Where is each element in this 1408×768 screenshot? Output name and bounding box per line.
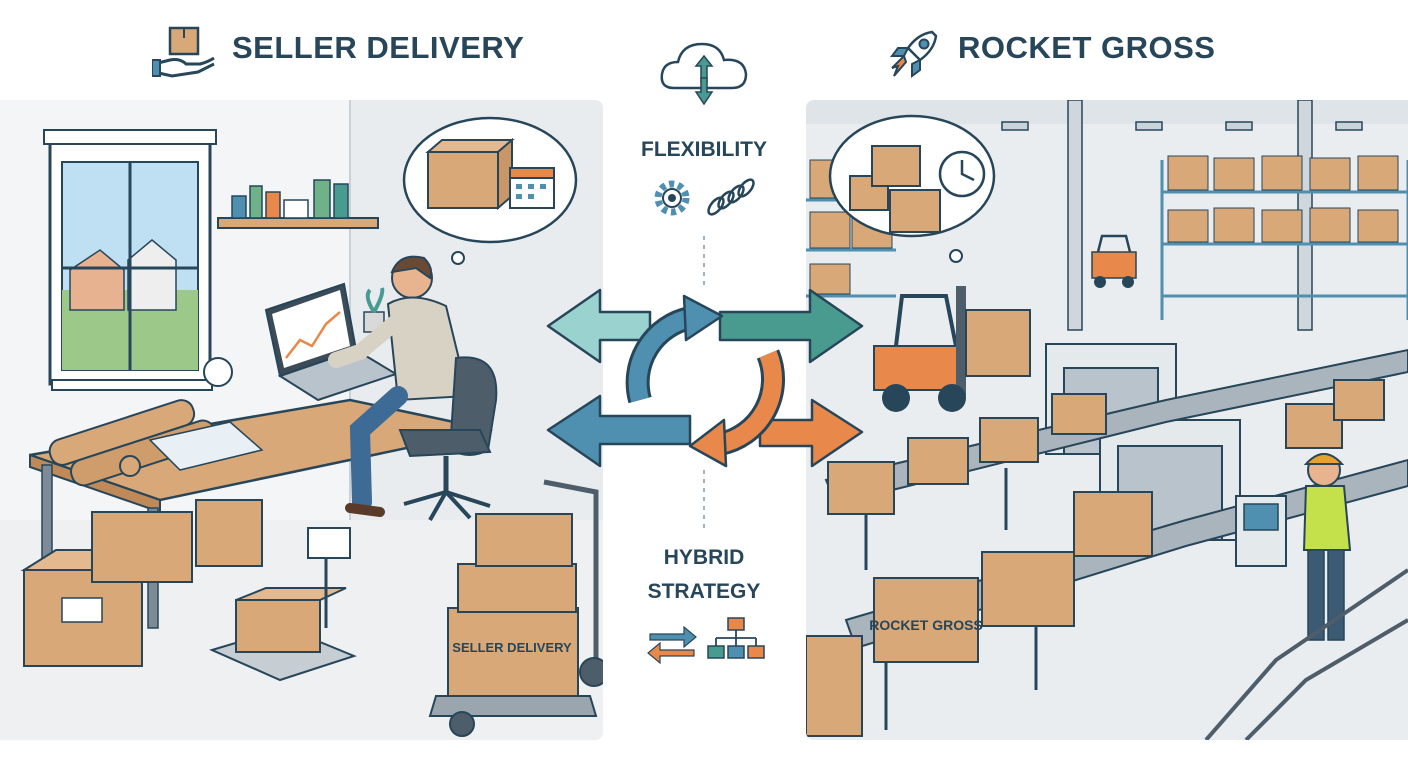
- cycle-arrow-right: [717, 350, 783, 453]
- boxes-under-desk: [20, 499, 263, 667]
- office-chair: [398, 356, 498, 521]
- gear-spring-icons: [648, 172, 764, 227]
- window: [43, 129, 217, 391]
- boxes-clock-thought-bubble: [828, 114, 996, 263]
- arrow-right-upper: [718, 288, 864, 364]
- rocket-warehouse-panel: ROCKET GROSS: [806, 100, 1408, 740]
- rocket-box-label: ROCKET GROSS: [869, 617, 983, 633]
- strategy-label: STRATEGY: [647, 580, 761, 603]
- seller-delivery-title: SELLER DELIVERY: [232, 30, 525, 65]
- gear-icon: [654, 180, 690, 216]
- seller-workspace-panel: SELLER DELIVERY: [0, 100, 603, 740]
- product-shelf: [217, 179, 379, 229]
- hybrid-label: HYBRID: [663, 546, 745, 569]
- forklift-distant: [1091, 234, 1137, 288]
- cycle-arrow-left: [628, 309, 693, 403]
- spring-icon: [707, 178, 755, 216]
- warehouse-shelving: [806, 155, 1408, 320]
- warehouse-worker: [1235, 453, 1352, 641]
- swap-arrows-icon: [646, 622, 698, 671]
- arrow-left-lower: [546, 394, 692, 468]
- hand-truck-with-boxes: SELLER DELIVERY: [428, 479, 603, 737]
- conveyor-boxes: [806, 379, 1385, 737]
- rocket-icon: [884, 24, 944, 89]
- package-scale: [209, 527, 357, 682]
- hierarchy-icon: [706, 614, 766, 673]
- box-calendar-thought-bubble: [402, 116, 578, 265]
- seller-box-label: SELLER DELIVERY: [452, 640, 572, 655]
- cloud-sync-icon: [656, 32, 752, 117]
- hand-box-icon: [151, 24, 218, 89]
- rocket-gross-title: ROCKET GROSS: [958, 30, 1216, 65]
- forklift: [873, 286, 1031, 412]
- seller-person: [328, 255, 470, 517]
- stair-railing: [1204, 568, 1408, 740]
- rocket-warehouse-illustration: ROCKET GROSS: [806, 100, 1408, 740]
- seller-workspace-illustration: SELLER DELIVERY: [0, 100, 603, 740]
- flexibility-label: FLEXIBILITY: [641, 138, 767, 161]
